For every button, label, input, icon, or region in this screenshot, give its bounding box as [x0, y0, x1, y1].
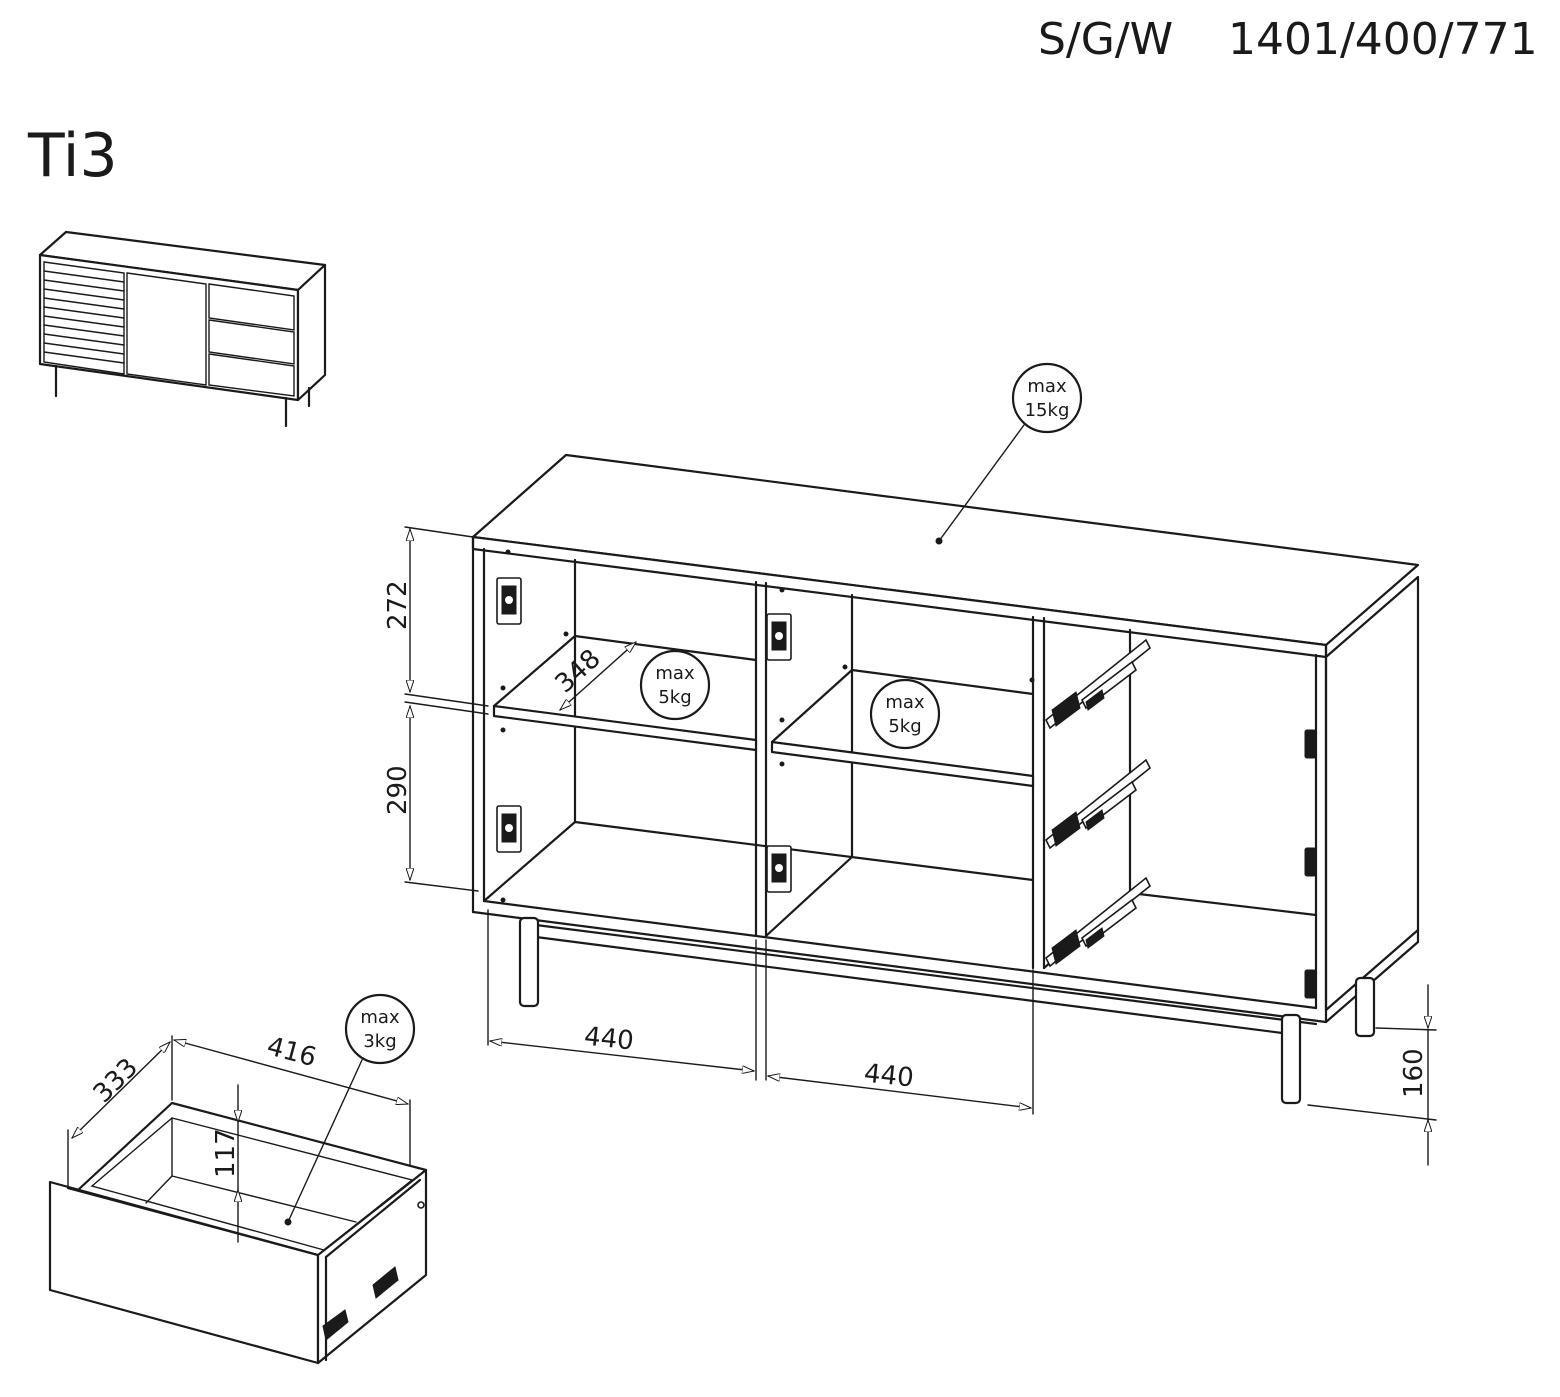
- shelf-pins: [500, 549, 1035, 903]
- main-cabinet: [471, 453, 1420, 1105]
- svg-text:max: max: [655, 663, 695, 684]
- hinge-icons: [496, 577, 1317, 999]
- dimension-compartment-left: 440: [487, 909, 757, 1081]
- thumbnail-sideboard: [38, 230, 327, 428]
- svg-text:333: 333: [88, 1053, 144, 1109]
- svg-text:max: max: [885, 692, 925, 713]
- dimension-drawer-height: 117: [211, 1084, 241, 1243]
- load-label-top: max 15kg: [935, 362, 1083, 545]
- svg-text:3kg: 3kg: [363, 1031, 396, 1052]
- svg-text:160: 160: [1399, 1048, 1429, 1098]
- thumbnail-slats: [43, 270, 125, 364]
- load-label-shelf-middle: max 5kg: [869, 678, 941, 750]
- variant-code: S/G/W: [1038, 14, 1173, 65]
- load-label-shelf-left: max 5kg: [639, 649, 711, 721]
- load-label-drawer: max 3kg: [284, 993, 416, 1226]
- svg-text:15kg: 15kg: [1025, 400, 1070, 421]
- svg-text:max: max: [360, 1007, 400, 1028]
- overall-dimensions: 1401/400/771: [1228, 14, 1538, 65]
- dimension-upper-height: 272: [383, 526, 489, 707]
- dimension-lower-height: 290: [383, 701, 489, 892]
- svg-text:440: 440: [863, 1059, 916, 1094]
- svg-text:272: 272: [383, 580, 413, 630]
- shelf-middle: [770, 740, 1035, 788]
- svg-text:440: 440: [583, 1022, 636, 1057]
- svg-text:max: max: [1027, 376, 1067, 397]
- svg-text:290: 290: [383, 765, 413, 815]
- model-name: Ti3: [27, 121, 118, 191]
- svg-text:348: 348: [550, 644, 607, 700]
- svg-text:5kg: 5kg: [888, 716, 921, 737]
- dimension-compartment-middle: 440: [765, 939, 1034, 1115]
- svg-text:5kg: 5kg: [658, 687, 691, 708]
- shelf-left: [492, 704, 758, 752]
- svg-text:117: 117: [211, 1128, 241, 1178]
- dimension-shelf-depth: 348: [550, 642, 636, 710]
- cabinet-legs: [518, 916, 1376, 1105]
- drawer-runner-icons: [1044, 638, 1152, 968]
- dimension-leg-height: 160: [1307, 984, 1437, 1166]
